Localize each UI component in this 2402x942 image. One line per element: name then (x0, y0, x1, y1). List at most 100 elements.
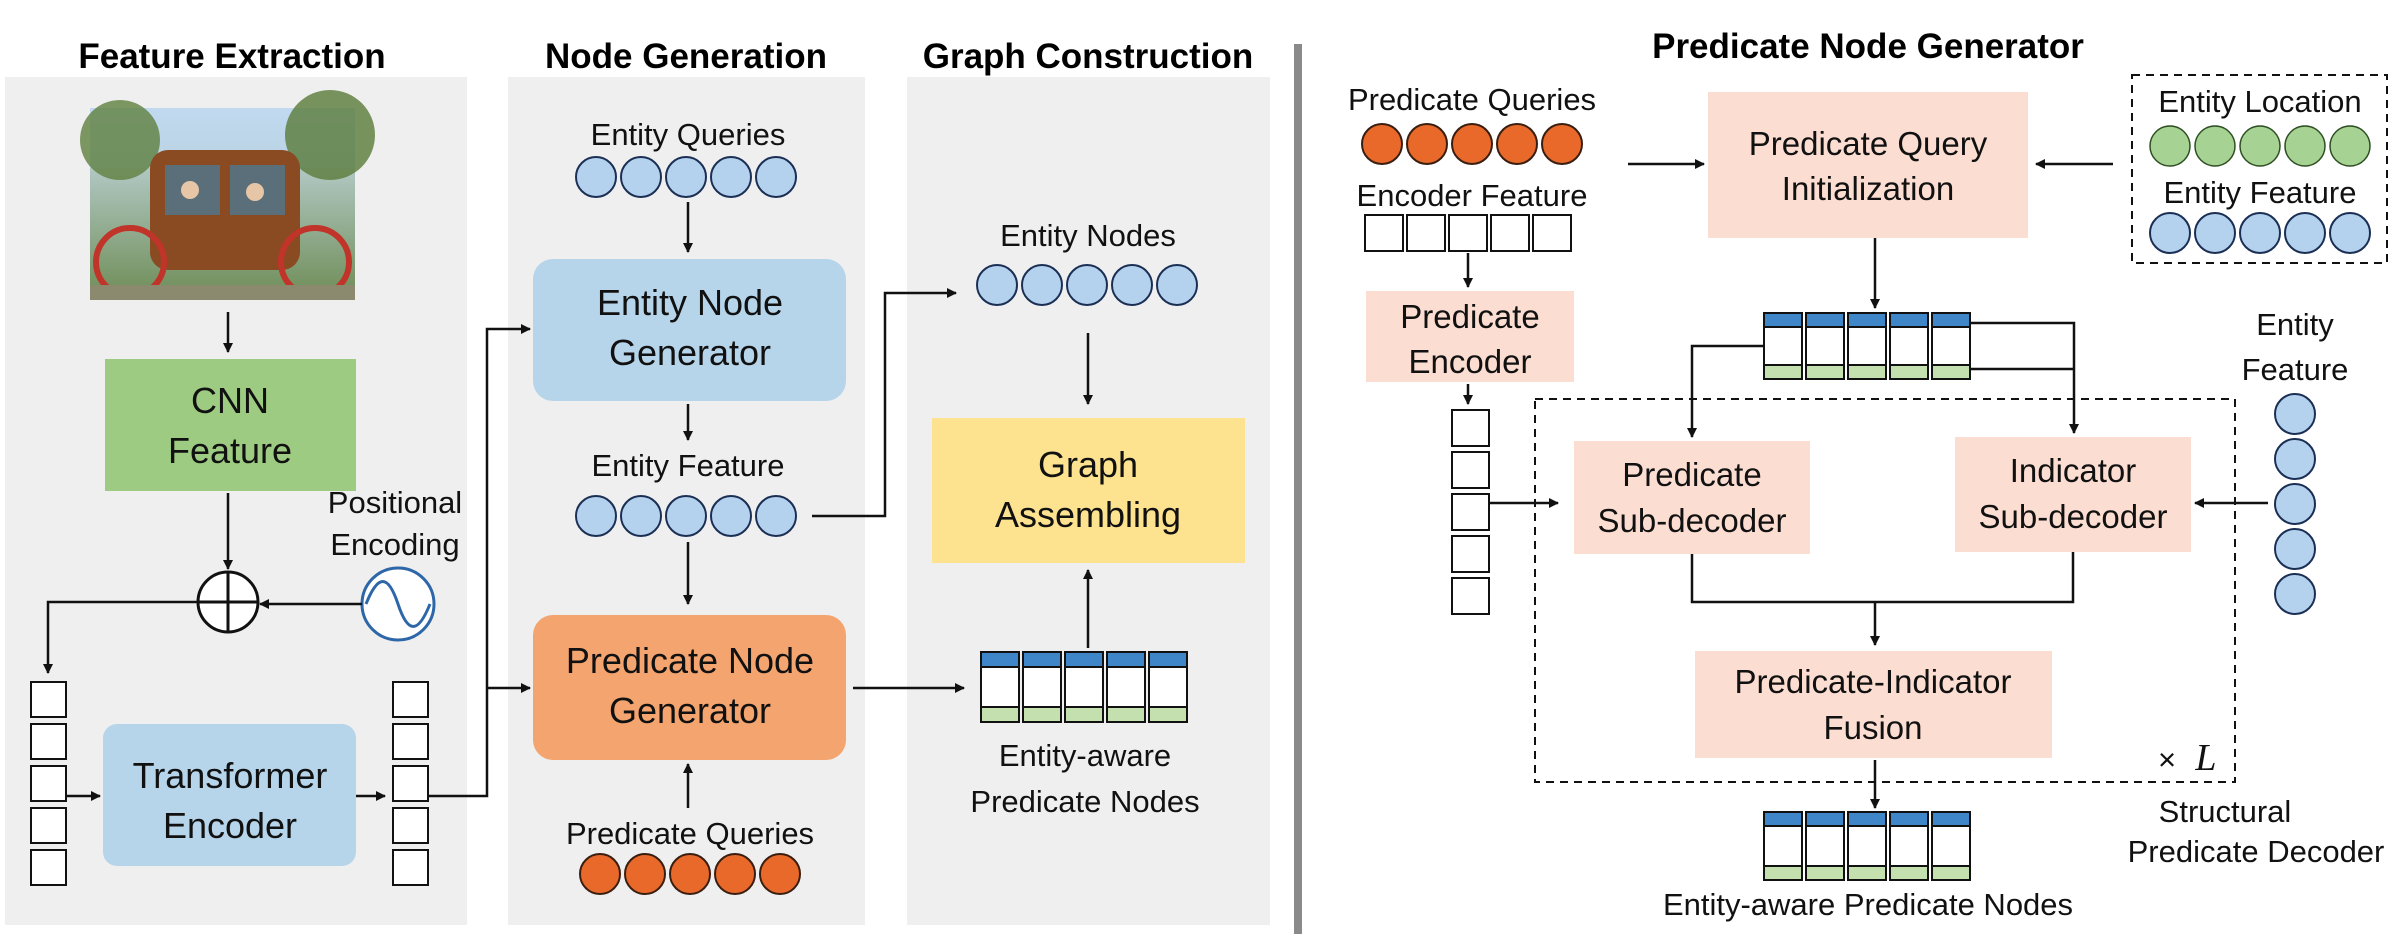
entity-query (575, 156, 617, 198)
token-cell (1451, 493, 1490, 531)
arrow-feature-to-entity-nodes (812, 288, 957, 518)
entity-feature (2239, 212, 2281, 254)
entity-feature (665, 495, 707, 537)
graph-assembling-label-2: Assembling (995, 494, 1181, 535)
section-divider (1294, 44, 1302, 934)
output-label: Entity-aware Predicate Nodes (1663, 887, 2073, 922)
predicate-node (1931, 811, 1971, 881)
cnn-label-2: Feature (168, 430, 292, 471)
predicate-query (579, 853, 621, 895)
r-predicate-queries-label: Predicate Queries (1348, 82, 1596, 117)
encoder-cell (1490, 214, 1530, 252)
entity-query-circles (575, 156, 797, 198)
predicate-query (1361, 123, 1403, 165)
heading-predicate-node-generator: Predicate Node Generator (1652, 27, 2084, 66)
predicate-query (714, 853, 756, 895)
entity-feature (2274, 573, 2316, 615)
plus-icon (198, 572, 258, 632)
entity-node-gen-label-1: Entity Node (597, 282, 783, 323)
entity-feature (575, 495, 617, 537)
token-cell (30, 807, 67, 844)
predicate-node (1805, 312, 1845, 380)
token-cell (392, 849, 429, 886)
entity-node-circles (976, 264, 1198, 306)
entity-feature (2274, 483, 2316, 525)
entity-info-group (2131, 74, 2388, 264)
token-cell (1451, 409, 1490, 447)
predicate-query (1496, 123, 1538, 165)
entity-feature (2149, 212, 2191, 254)
entity-feature (710, 495, 752, 537)
heading-feature-extraction: Feature Extraction (78, 37, 385, 76)
arrow-sum-to-tokens (43, 600, 198, 674)
entity-node-generator-box (533, 259, 846, 401)
structural-decoder-label-1: Structural (2159, 794, 2292, 829)
entity-feature (2274, 438, 2316, 480)
entity-feature (755, 495, 797, 537)
encoder-feature-label: Encoder Feature (1357, 178, 1588, 213)
predicate-query (1406, 123, 1448, 165)
cnn-label-1: CNN (191, 380, 269, 421)
ind-subdecoder-label-2: Sub-decoder (1979, 498, 2168, 535)
token-cell (392, 807, 429, 844)
initialized-predicate-nodes (1763, 312, 1971, 380)
entity-node (1156, 264, 1198, 306)
predicate-node (1763, 312, 1803, 380)
entity-query (710, 156, 752, 198)
token-cell (1451, 451, 1490, 489)
token-cell (30, 765, 67, 802)
entity-feature-side-circles (2274, 393, 2316, 615)
token-cell (30, 849, 67, 886)
input-token-column (30, 681, 67, 886)
token-cell (392, 681, 429, 718)
entity-node (976, 264, 1018, 306)
fusion-label-2: Fusion (1823, 709, 1922, 746)
predicate-node (1148, 651, 1188, 723)
entity-node (1066, 264, 1108, 306)
entity-node (1111, 264, 1153, 306)
encoded-token-column (392, 681, 429, 886)
predicate-node (1847, 811, 1887, 881)
token-cell (30, 723, 67, 760)
pq-init-label-2: Initialization (1782, 170, 1954, 207)
entity-feature (620, 495, 662, 537)
predicate-query (669, 853, 711, 895)
predicate-queries-label: Predicate Queries (566, 816, 814, 851)
predicate-query (624, 853, 666, 895)
positional-label-1: Positional (328, 485, 462, 520)
entity-aware-predicate-nodes-output (1763, 811, 1971, 881)
positional-label-2: Encoding (330, 527, 459, 562)
layer-count-L: L (2194, 737, 2216, 779)
token-cell (1451, 577, 1490, 615)
entity-feature-box-circles (2149, 212, 2371, 254)
predicate-node (1064, 651, 1104, 723)
cnn-feature-box (105, 359, 356, 491)
entity-feature-circles (575, 495, 797, 537)
entity-nodes-label: Entity Nodes (1000, 218, 1176, 253)
token-cell (392, 723, 429, 760)
predicate-node (1889, 312, 1929, 380)
heading-node-generation: Node Generation (545, 37, 827, 76)
predicate-query-circles (579, 853, 801, 895)
predicate-node-gen-label-1: Predicate Node (566, 640, 814, 681)
encoder-cell (1448, 214, 1488, 252)
predicate-encoder-box (1366, 291, 1574, 382)
indicator-subdecoder-box (1955, 437, 2191, 552)
predicate-query (759, 853, 801, 895)
transformer-label-2: Encoder (163, 805, 297, 846)
predicate-node (1889, 811, 1929, 881)
pred-subdecoder-label-2: Sub-decoder (1598, 502, 1787, 539)
transformer-label-1: Transformer (133, 755, 328, 796)
pq-init-label-1: Predicate Query (1749, 125, 1988, 162)
encoder-cell (1406, 214, 1446, 252)
entity-query (620, 156, 662, 198)
entity-node (1021, 264, 1063, 306)
predicate-node (1847, 312, 1887, 380)
arrow-queries-to-pred-subdecoder (1687, 344, 1764, 438)
entity-feature (2194, 212, 2236, 254)
fusion-label-1: Predicate-Indicator (1735, 663, 2012, 700)
token-cell (30, 681, 67, 718)
arrow-queries-to-ind-subdecoder-1 (1970, 321, 2079, 434)
structural-decoder-label-2: Predicate Decoder (2128, 834, 2385, 869)
predicate-node-gen-label-2: Generator (609, 690, 771, 731)
